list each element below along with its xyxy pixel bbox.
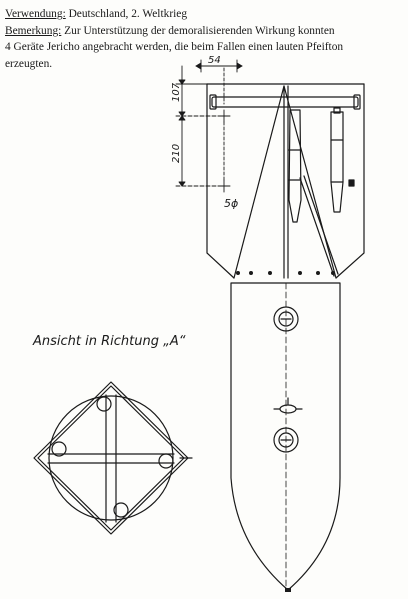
bomb-body — [230, 282, 341, 592]
remark-line-2: 4 Geräte Jericho angebracht werden, die … — [5, 39, 405, 56]
remark-value-3: erzeugten. — [5, 57, 53, 70]
tail-fin-assembly — [206, 83, 365, 279]
remark-key: Bemerkung: — [5, 24, 62, 37]
view-caption: Ansicht in Richtung „A“ — [33, 334, 186, 349]
end-view-a — [33, 381, 193, 535]
remark-value: Zur Unterstützung der demoralisierenden … — [61, 24, 335, 37]
description-text: Verwendung: Deutschland, 2. Weltkrieg Be… — [5, 6, 405, 72]
usage-key: Verwendung: — [5, 8, 66, 20]
remark-line-3: erzeugten. — [5, 56, 405, 73]
remark-value-2: 4 Geräte Jericho angebracht werden, die … — [5, 41, 344, 53]
dimension-lower-label: 210 — [171, 144, 182, 163]
dimension-top-label: 54 — [208, 55, 221, 66]
dimension-upper-label: 107 — [171, 82, 182, 102]
diameter-label: 5ϕ — [224, 197, 238, 210]
usage-value: Deutschland, 2. Weltkrieg — [65, 8, 188, 20]
remark-line: Bemerkung: Zur Unterstützung der demoral… — [5, 23, 405, 40]
usage-line: Verwendung: Deutschland, 2. Weltkrieg — [5, 6, 405, 23]
fin-ring-rivets — [236, 271, 335, 275]
dimension-annotations — [175, 59, 243, 193]
